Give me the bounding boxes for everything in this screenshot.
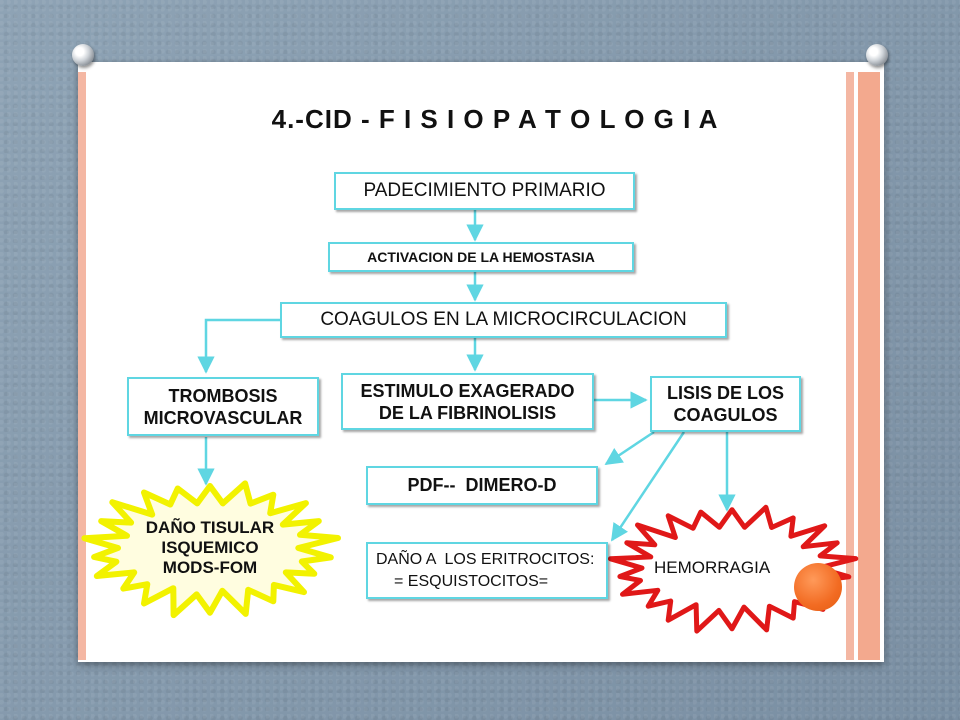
node-hemorragia: HEMORRAGIA [654,558,771,577]
slide-title: 4.-CID - F I S I O P A T O L O G I A [271,104,719,134]
node-label-line1: DAÑO TISULAR [145,518,275,537]
left-accent-stripe [78,72,86,660]
node-lisis-coagulos: LISIS DE LOS COAGULOS [650,376,801,432]
node-dano-eritrocitos: DAÑO A LOS ERITROCITOS: = ESQUISTOCITOS= [366,542,608,599]
arrow-coagulos-trombosis [197,318,282,374]
pushpin-left-icon [72,44,94,66]
orange-accent-dot [794,563,842,611]
node-label: ACTIVACION DE LA HEMOSTASIA [367,249,595,265]
node-label-line2: COAGULOS [673,405,778,425]
node-label: PADECIMIENTO PRIMARIO [363,180,606,201]
node-label-line3: MODS-FOM [162,558,258,577]
node-label-line2: ISQUEMICO [161,538,259,557]
pushpin-right-icon [866,44,888,66]
node-coagulos-microcirculacion: COAGULOS EN LA MICROCIRCULACION [280,302,727,338]
right-accent-stripe [846,72,854,660]
node-label-line1: ESTIMULO EXAGERADO [360,380,575,401]
node-pdf-dimero: PDF-- DIMERO-D [366,466,598,505]
burst-red-shape [608,504,859,634]
arrow-lisis-pdf [604,430,655,466]
node-trombosis-microvascular: TROMBOSIS MICROVASCULAR [127,377,319,436]
node-label: PDF-- DIMERO-D [407,475,557,495]
node-label: COAGULOS EN LA MICROCIRCULACION [320,309,687,330]
node-label-line1: LISIS DE LOS [666,383,785,403]
burst-yellow-shape [81,480,341,619]
node-label-line2: MICROVASCULAR [143,407,303,428]
node-dano-tisular: DAÑO TISULAR ISQUEMICO MODS-FOM [120,518,300,578]
node-label-line2: DE LA FIBRINOLISIS [378,402,557,423]
node-label-line1: DAÑO A LOS ERITROCITOS: [376,550,595,568]
right-accent-band [858,72,880,660]
node-activacion-hemostasia: ACTIVACION DE LA HEMOSTASIA [328,242,634,272]
node-estimulo-fibrinolisis: ESTIMULO EXAGERADO DE LA FIBRINOLISIS [341,373,594,430]
node-label-line2: = ESQUISTOCITOS= [394,572,549,590]
node-label-line1: TROMBOSIS [168,385,278,406]
arrow-lisis-eritrocitos [610,431,686,542]
node-padecimiento-primario: PADECIMIENTO PRIMARIO [334,172,635,210]
